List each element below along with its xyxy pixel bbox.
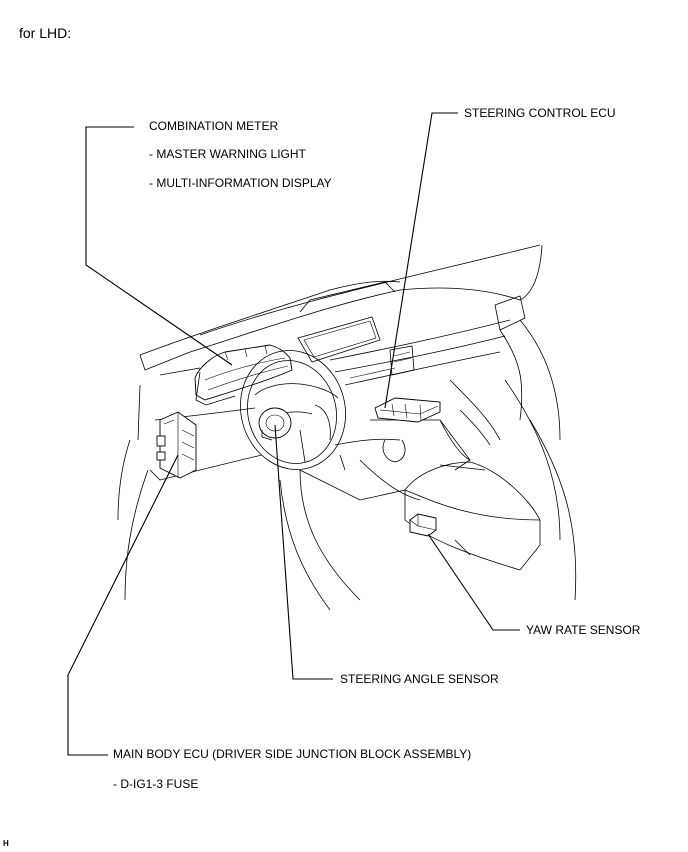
label-yaw-rate-sensor: YAW RATE SENSOR [526, 623, 641, 637]
label-main-body-ecu: MAIN BODY ECU (DRIVER SIDE JUNCTION BLOC… [113, 747, 472, 761]
leader-steering-control-ecu [384, 112, 458, 409]
leader-yaw-rate-sensor [427, 533, 520, 631]
main-body-ecu-part [156, 411, 197, 479]
leader-combination-meter [85, 126, 233, 366]
steering-angle-sensor-part [258, 407, 292, 441]
label-steering-angle-sensor: STEERING ANGLE SENSOR [340, 672, 499, 686]
label-steering-control-ecu: STEERING CONTROL ECU [464, 106, 616, 120]
label-master-warning-light: - MASTER WARNING LIGHT [149, 147, 306, 161]
yaw-rate-sensor-part [409, 513, 437, 537]
steering-wheel [240, 350, 346, 470]
steering-control-ecu-part [374, 397, 441, 423]
leader-main-body-ecu [67, 454, 179, 756]
combination-meter-part [194, 344, 293, 406]
label-d-ig1-3-fuse: - D-IG1-3 FUSE [113, 777, 199, 791]
diagram-heading: for LHD: [19, 25, 72, 41]
figure-code: H [3, 839, 9, 848]
leader-steering-angle-sensor [274, 424, 333, 680]
leader-lines [67, 112, 520, 756]
label-multi-information-display: - MULTI-INFORMATION DISPLAY [149, 176, 332, 190]
label-combination-meter: COMBINATION METER [149, 119, 279, 133]
